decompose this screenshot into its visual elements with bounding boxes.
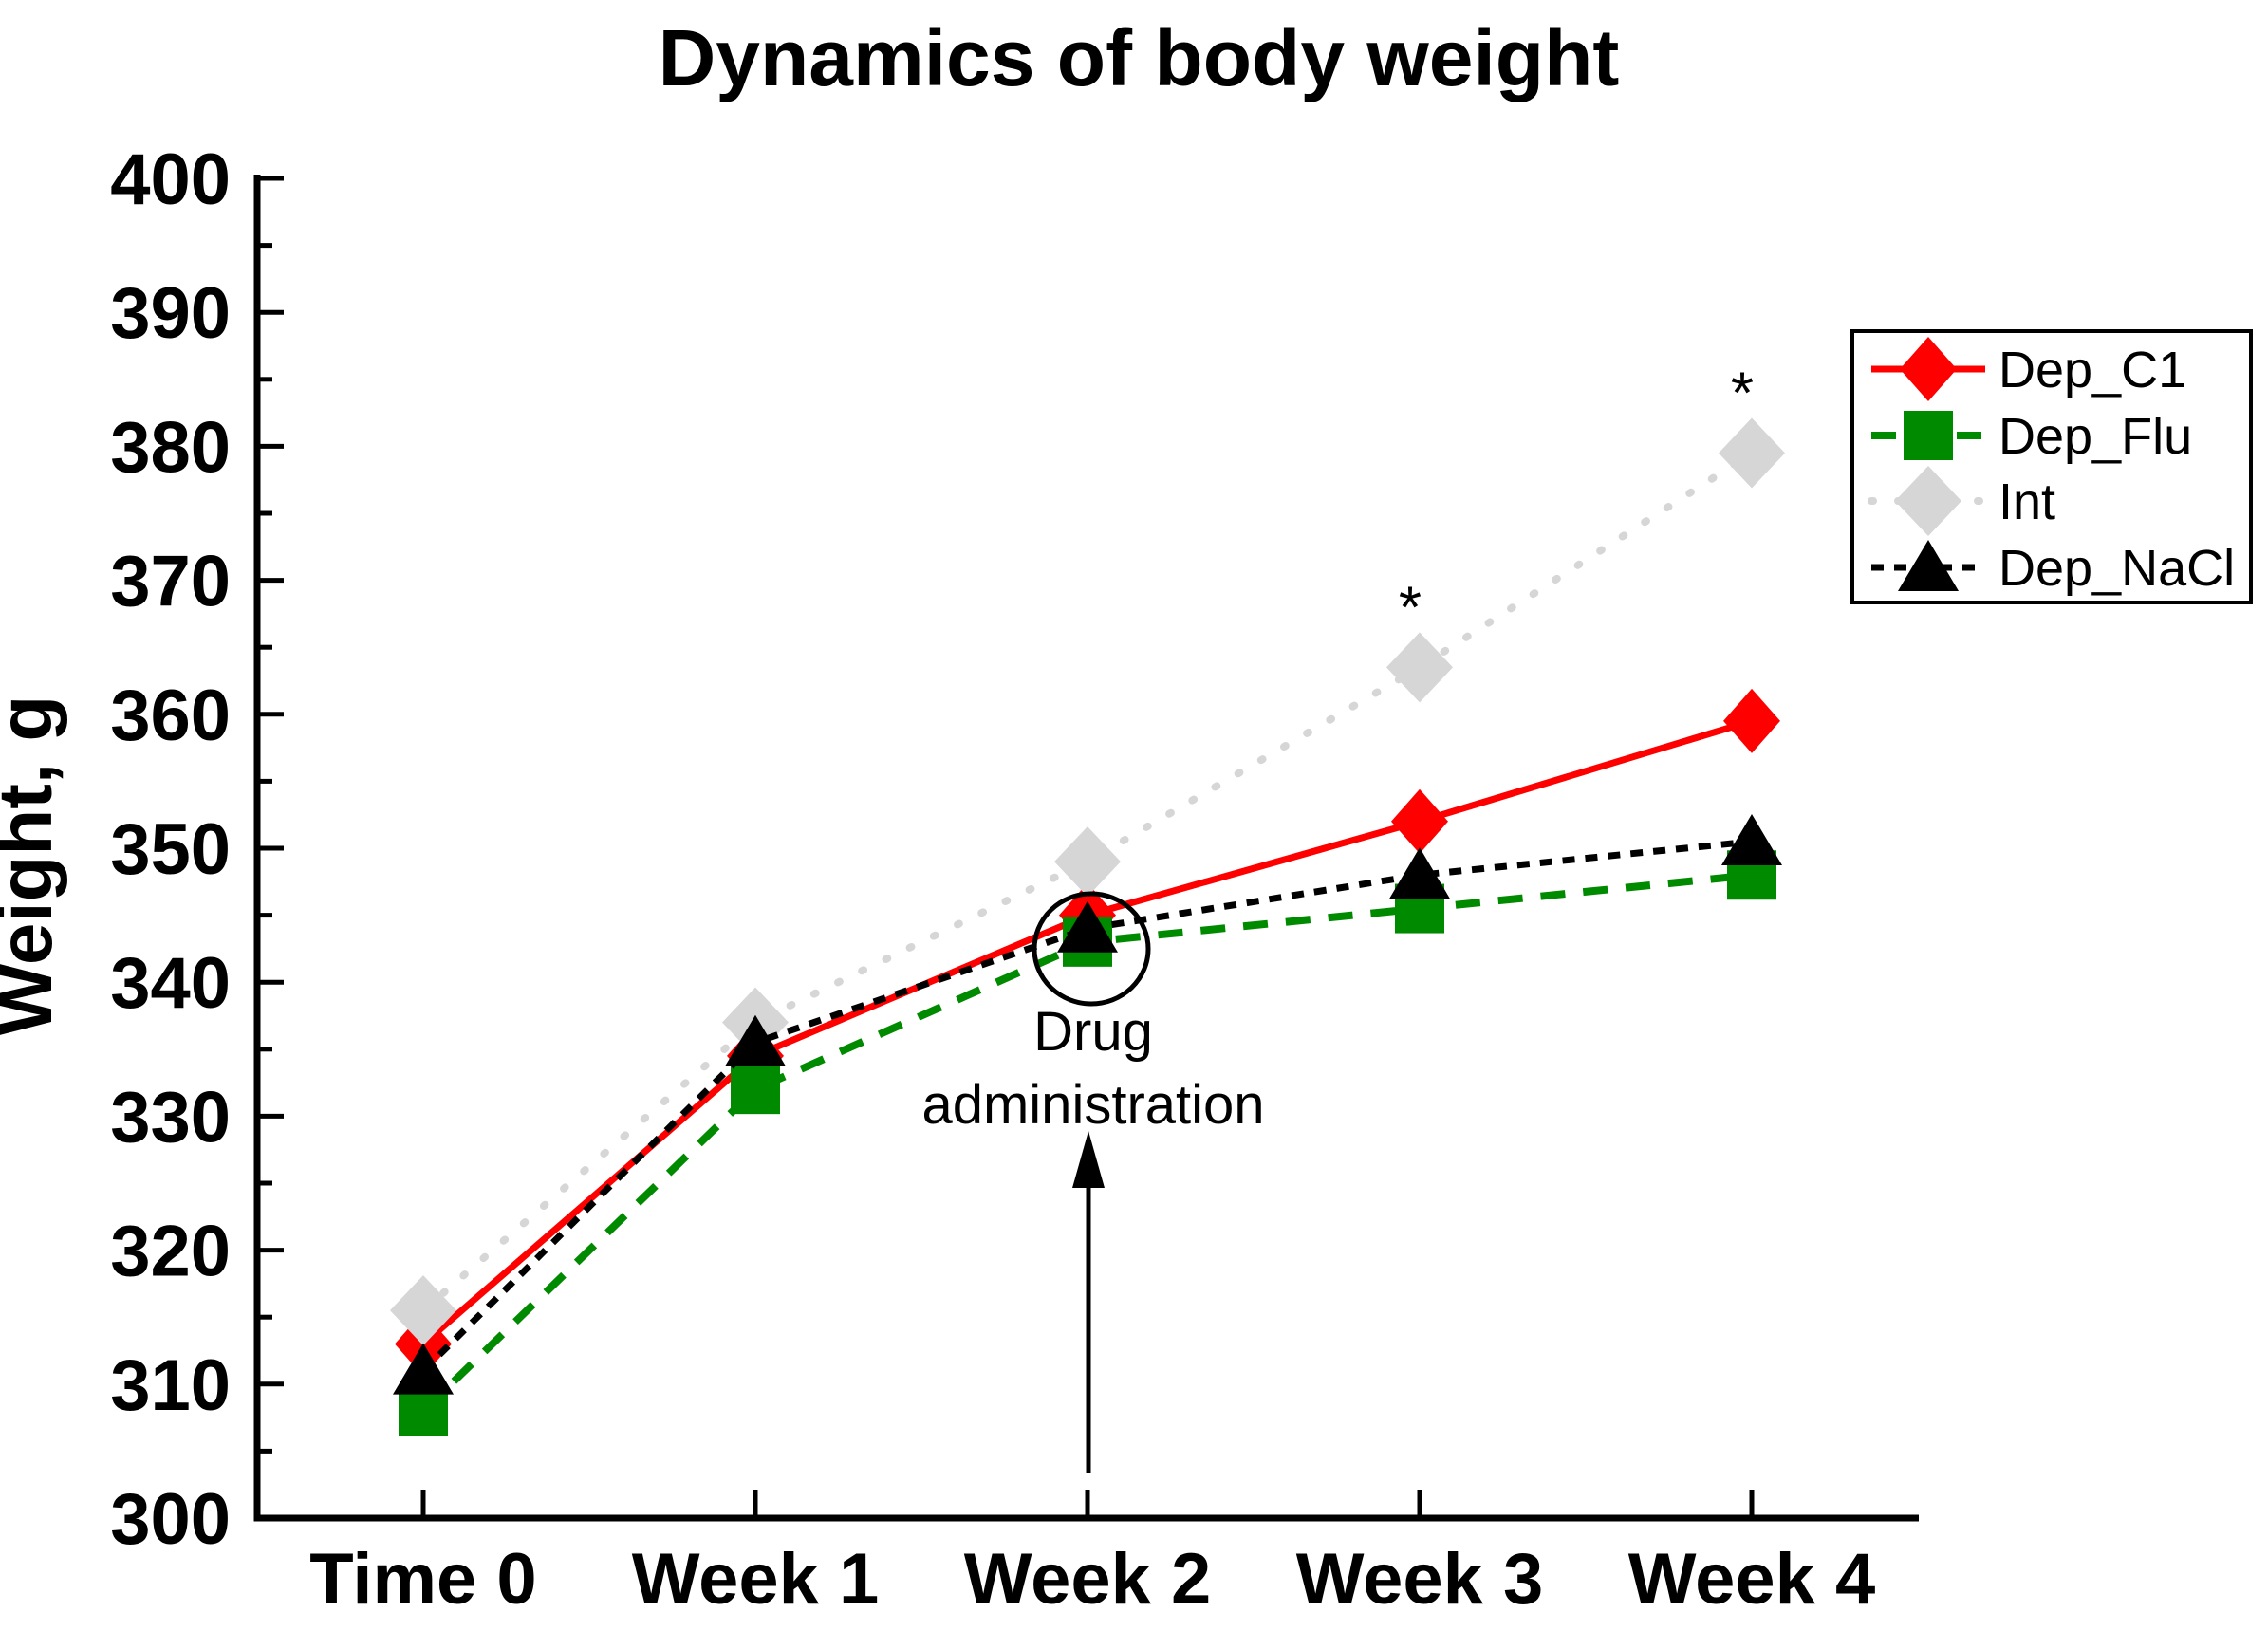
marker-Dep_NaCl [1057,900,1118,953]
y-tick-label: 390 [110,273,231,354]
legend-label-Dep_NaCl: Dep_NaCl [1998,540,2235,597]
marker-Int [1386,632,1453,703]
annotation-arrow-head [1072,1131,1105,1188]
marker-Dep_C1 [1723,688,1780,753]
marker-Dep_C1 [1391,788,1448,854]
x-tick-label: Week 2 [964,1539,1212,1620]
y-tick-label: 400 [110,139,231,220]
y-tick-label: 320 [110,1212,231,1292]
marker-Dep_NaCl [393,1343,454,1395]
significance-asterisk: * [1399,575,1422,640]
marker-Dep_C1 [1900,337,1957,401]
marker-Int [1719,417,1785,489]
annotation-circle [1032,891,1151,1007]
chart-title: Dynamics of body weight [659,13,1620,102]
marker-Dep_NaCl [1389,847,1450,899]
y-tick-label: 300 [110,1479,231,1560]
marker-Dep_Flu [1904,411,1953,460]
marker-Dep_NaCl [1721,813,1782,865]
x-tick-label: Week 4 [1628,1539,1876,1620]
series-line-Int [419,449,1756,1315]
legend-label-Int: Int [1998,473,2055,530]
marker-Dep_NaCl [725,1014,786,1066]
significance-asterisk: * [1731,361,1754,426]
marker-Int [1895,466,1961,536]
marker-Int [1054,826,1121,898]
marker-Dep_Flu [399,1386,448,1436]
x-tick-label: Week 1 [632,1539,880,1620]
legend-label-Dep_C1: Dep_C1 [1998,342,2186,398]
y-tick-label: 340 [110,943,231,1024]
y-tick-label: 330 [110,1077,231,1158]
marker-Int [390,1275,456,1346]
y-tick-label: 310 [110,1345,231,1426]
marker-Dep_Flu [731,1065,780,1115]
y-tick-label: 360 [110,676,231,756]
x-tick-label: Week 3 [1296,1539,1544,1620]
annotation-drug-line1: Drug [1033,1001,1153,1063]
y-tick-label: 370 [110,542,231,622]
annotation-drug-line2: administration [921,1074,1264,1136]
legend-label-Dep_Flu: Dep_Flu [1998,408,2192,465]
marker-Dep_NaCl [1898,540,1959,591]
x-tick-label: Time 0 [309,1539,536,1620]
y-axis-label: Weight, g [0,695,67,1035]
y-tick-label: 380 [110,407,231,488]
y-tick-label: 350 [110,809,231,890]
